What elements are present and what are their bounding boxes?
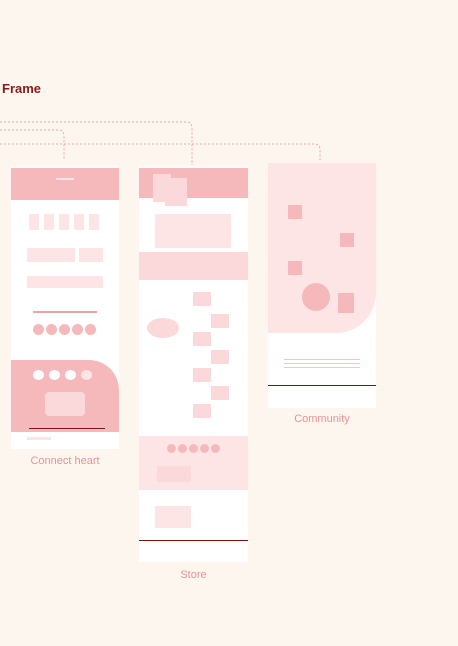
hero-banner <box>11 168 119 200</box>
feature-cards <box>29 214 101 234</box>
frame-caption-store: Store <box>180 569 207 581</box>
frame-caption-connect-heart: Connect heart <box>30 455 100 467</box>
product-list <box>193 292 233 424</box>
content-block <box>155 214 231 248</box>
frame-store[interactable] <box>139 166 248 562</box>
frame-caption-community: Community <box>294 413 350 425</box>
content-block <box>27 248 75 262</box>
heart-row <box>33 324 99 338</box>
frame-connect-heart[interactable] <box>11 166 119 449</box>
frame-community[interactable] <box>268 163 376 408</box>
feature-circle <box>302 283 330 311</box>
section-title: Frame <box>2 81 42 96</box>
